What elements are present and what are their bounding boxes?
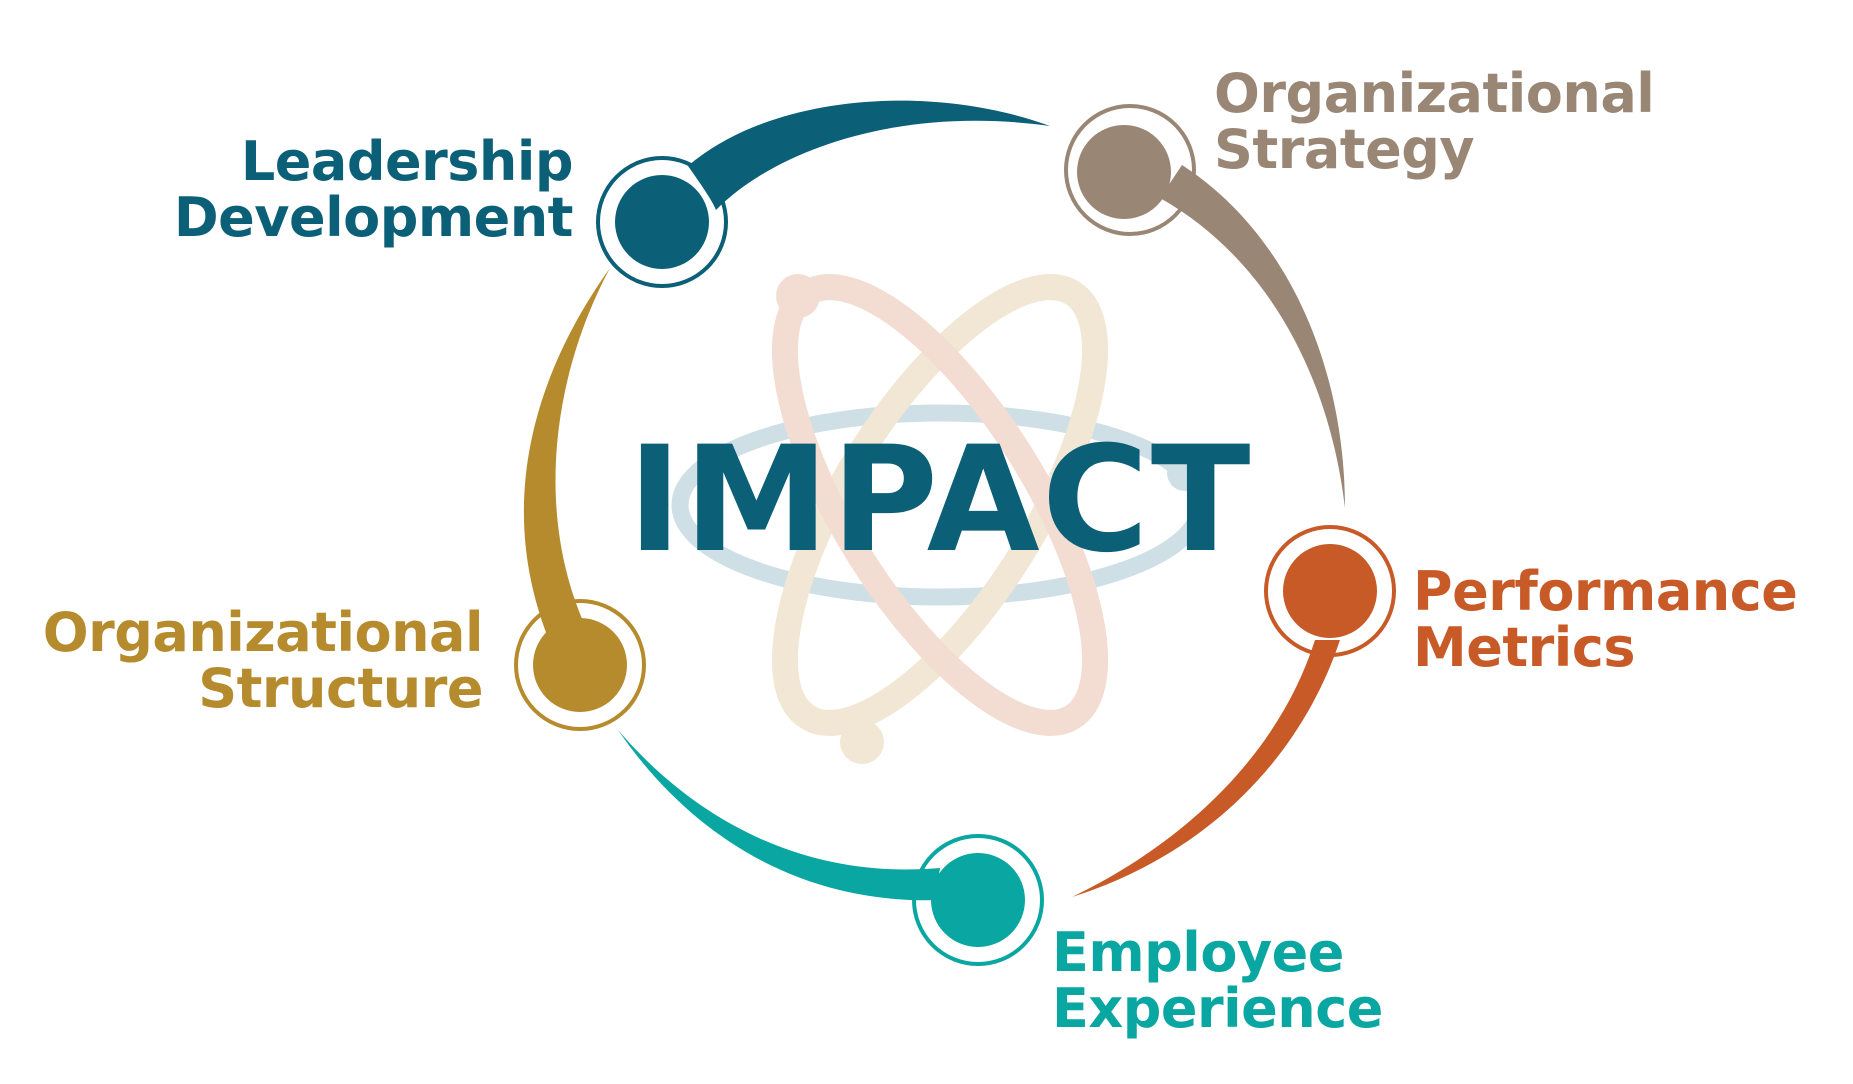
label-performance-line-1: Performance [1413, 560, 1798, 623]
atom-electron-top [776, 274, 820, 318]
label-org-structure-line-1: Organizational [42, 601, 484, 664]
atom-symbol [671, 274, 1209, 764]
center-title: IMPACT [627, 415, 1253, 585]
dot-organizational-structure [533, 618, 627, 712]
dot-employee-experience [931, 853, 1025, 947]
label-leadership-development: Leadership Development [173, 130, 574, 249]
ring-employee-experience [912, 834, 1044, 966]
label-org-strategy-line-1: Organizational [1214, 62, 1655, 125]
ring-performance-metrics [1264, 525, 1396, 657]
label-leadership-line-1: Leadership [240, 130, 574, 193]
arc-organizational-strategy [1160, 165, 1345, 508]
atom-orbit-diagonal-a [771, 274, 1109, 736]
arc-employee-experience [618, 730, 940, 901]
label-employee-line-2: Experience [1052, 977, 1383, 1040]
label-employee-line-1: Employee [1052, 921, 1344, 984]
label-leadership-line-2: Development [173, 186, 574, 249]
atom-orbit-horizontal [671, 404, 1209, 606]
label-organizational-structure: Organizational Structure [42, 601, 484, 720]
node-org-structure [514, 268, 646, 731]
node-leadership [596, 100, 1050, 288]
label-organizational-strategy: Organizational Strategy [1214, 62, 1655, 181]
dot-organizational-strategy [1077, 125, 1171, 219]
label-org-strategy-line-2: Strategy [1214, 118, 1475, 181]
arc-organizational-structure [523, 268, 610, 665]
atom-electron-bottom [840, 720, 884, 764]
dot-leadership-development [615, 175, 709, 269]
label-org-structure-line-2: Structure [198, 657, 483, 720]
node-performance [1072, 525, 1396, 897]
arc-leadership-development [688, 100, 1050, 210]
node-org-strategy [1064, 104, 1345, 508]
ring-organizational-structure [514, 599, 646, 731]
label-performance-metrics: Performance Metrics [1413, 560, 1798, 679]
label-performance-line-2: Metrics [1413, 616, 1635, 679]
atom-electron-right [1167, 455, 1203, 491]
node-employee [618, 730, 1044, 966]
label-employee-experience: Employee Experience [1052, 925, 1383, 1037]
dot-performance-metrics [1283, 544, 1377, 638]
ring-organizational-strategy [1064, 104, 1196, 236]
ring-leadership-development [596, 156, 728, 288]
arc-performance-metrics [1072, 640, 1340, 897]
